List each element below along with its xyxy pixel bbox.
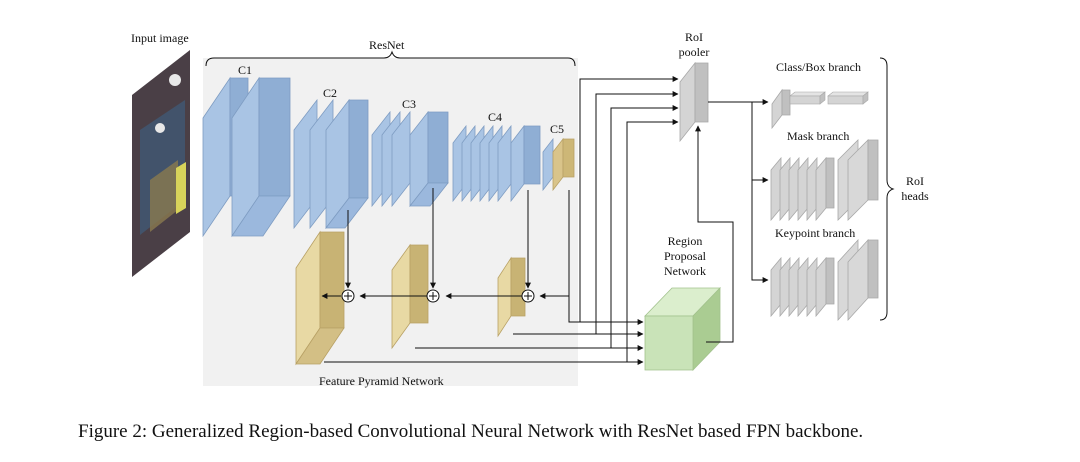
fpn-p4-block — [497, 256, 526, 338]
keypoint-branch-block — [770, 238, 879, 322]
resnet-label: ResNet — [369, 38, 405, 52]
keypoint-branch-label: Keypoint branch — [775, 226, 856, 240]
roi-pooler-label: RoI pooler — [678, 30, 710, 59]
c2-label: C2 — [323, 86, 338, 100]
roi-to-heads-arrows — [708, 99, 769, 283]
top-down-arrows — [321, 190, 570, 299]
fpn-label: Feature Pyramid Network — [319, 374, 444, 388]
c5-label: C5 — [550, 122, 565, 136]
mask-branch-block — [770, 139, 879, 222]
rpn-label: Region Proposal Network — [664, 234, 706, 278]
roi-pooler-block — [679, 61, 709, 143]
c4-label: C4 — [488, 110, 503, 124]
c2-block — [293, 98, 369, 230]
class-box-branch-block — [771, 88, 869, 130]
fpn-to-rpn-arrows — [324, 296, 644, 365]
fpn-p2-block — [295, 230, 345, 366]
c1-block — [202, 76, 291, 238]
fpn-to-roi-arrows — [579, 76, 679, 362]
resnet-brace — [205, 50, 576, 67]
input-image — [132, 50, 190, 277]
c3-label: C3 — [402, 97, 417, 111]
class-box-branch-label: Class/Box branch — [776, 60, 861, 74]
rpn-to-roi-arrow — [695, 125, 734, 343]
c1-label: C1 — [238, 63, 253, 77]
rpn-block — [644, 287, 721, 371]
roi-heads-brace — [879, 57, 895, 321]
merge-plus-signs — [344, 292, 532, 300]
mask-branch-label: Mask branch — [787, 129, 850, 143]
c5-block — [542, 137, 575, 192]
lateral-arrows — [345, 188, 531, 289]
input-image-label: Input image — [131, 31, 189, 45]
figure-caption: Figure 2: Generalized Region-based Convo… — [78, 421, 864, 442]
c3-block — [371, 110, 449, 208]
roi-heads-label: RoI heads — [901, 174, 929, 203]
c4-block — [452, 124, 541, 203]
